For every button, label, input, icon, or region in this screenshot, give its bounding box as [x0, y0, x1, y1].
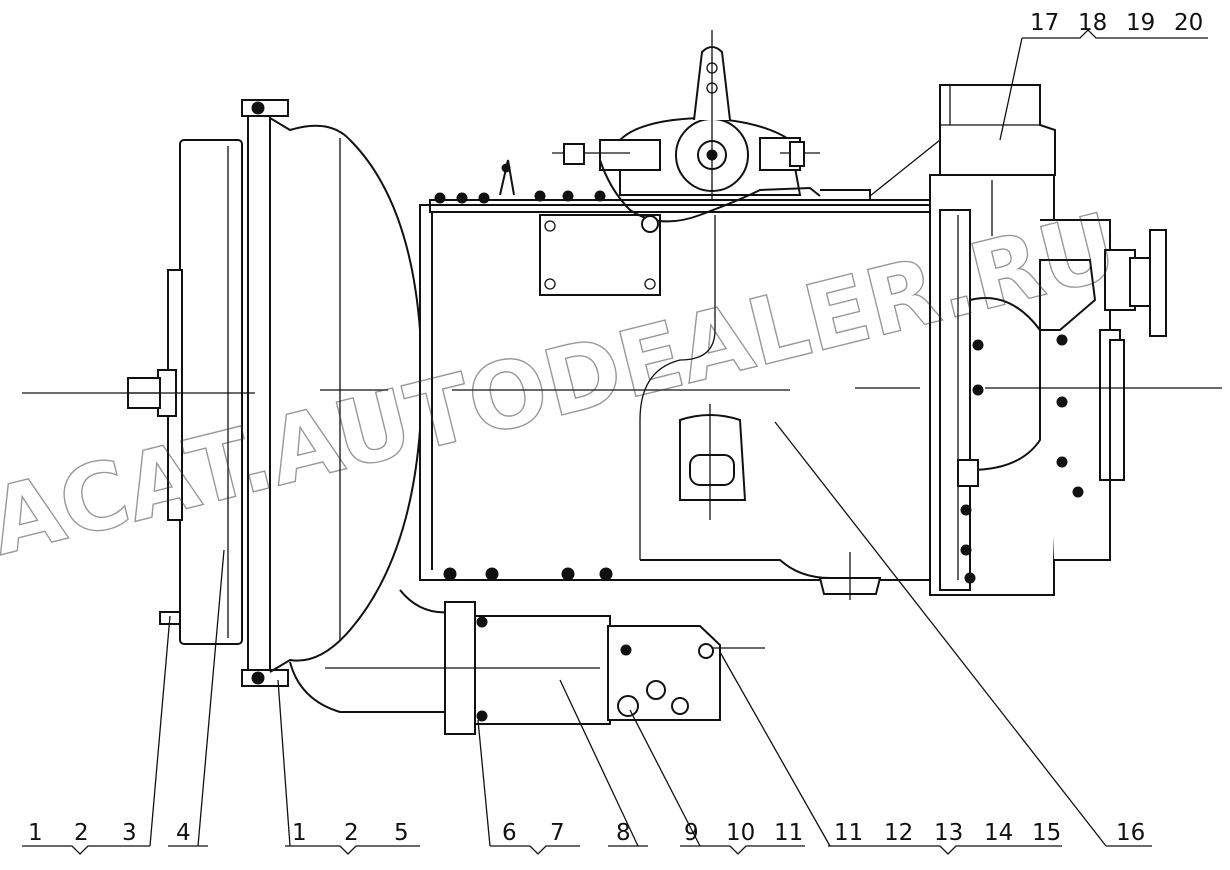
- callout-number: 1: [292, 820, 307, 846]
- callout-number: 14: [984, 820, 1013, 846]
- callout-number: 16: [1116, 820, 1145, 846]
- callout-group-2: 4: [176, 820, 191, 846]
- callout-number: 8: [616, 820, 631, 846]
- callout-braces: [22, 29, 1208, 855]
- pto-assembly: [444, 601, 765, 735]
- center-lines: [22, 387, 1222, 669]
- callout-group-8: 16: [1116, 820, 1145, 846]
- callout-number: 2: [74, 820, 89, 846]
- callout-group-1: 1 2 3: [28, 820, 137, 846]
- clutch-cover: [127, 139, 243, 645]
- callout-group-7: 11 12 13 14 15: [834, 820, 1061, 846]
- callout-number: 20: [1174, 10, 1203, 36]
- shift-tower: [499, 30, 930, 233]
- callout-number: 3: [122, 820, 137, 846]
- callout-number: 6: [502, 820, 517, 846]
- rear-housing: [869, 84, 1167, 596]
- callout-number: 11: [834, 820, 863, 846]
- callout-number: 7: [550, 820, 565, 846]
- callout-number: 12: [884, 820, 913, 846]
- callout-group-5: 8: [616, 820, 631, 846]
- leader-lines: [149, 37, 1107, 847]
- callout-group-9: 17 18 19 20: [1030, 10, 1203, 36]
- callout-group-3: 1 2 5: [292, 820, 409, 846]
- callout-number: 9: [684, 820, 699, 846]
- adapter-flange: [241, 99, 289, 687]
- callout-number: 11: [774, 820, 803, 846]
- callout-number: 5: [394, 820, 409, 846]
- callout-number: 19: [1126, 10, 1155, 36]
- callout-number: 4: [176, 820, 191, 846]
- callout-group-6: 9 10 11: [684, 820, 803, 846]
- callout-number: 17: [1030, 10, 1059, 36]
- callout-number: 10: [726, 820, 755, 846]
- callout-number: 1: [28, 820, 43, 846]
- callout-group-4: 6 7: [502, 820, 565, 846]
- callout-number: 2: [344, 820, 359, 846]
- callout-number: 18: [1078, 10, 1107, 36]
- callout-number: 13: [934, 820, 963, 846]
- callout-number: 15: [1032, 820, 1061, 846]
